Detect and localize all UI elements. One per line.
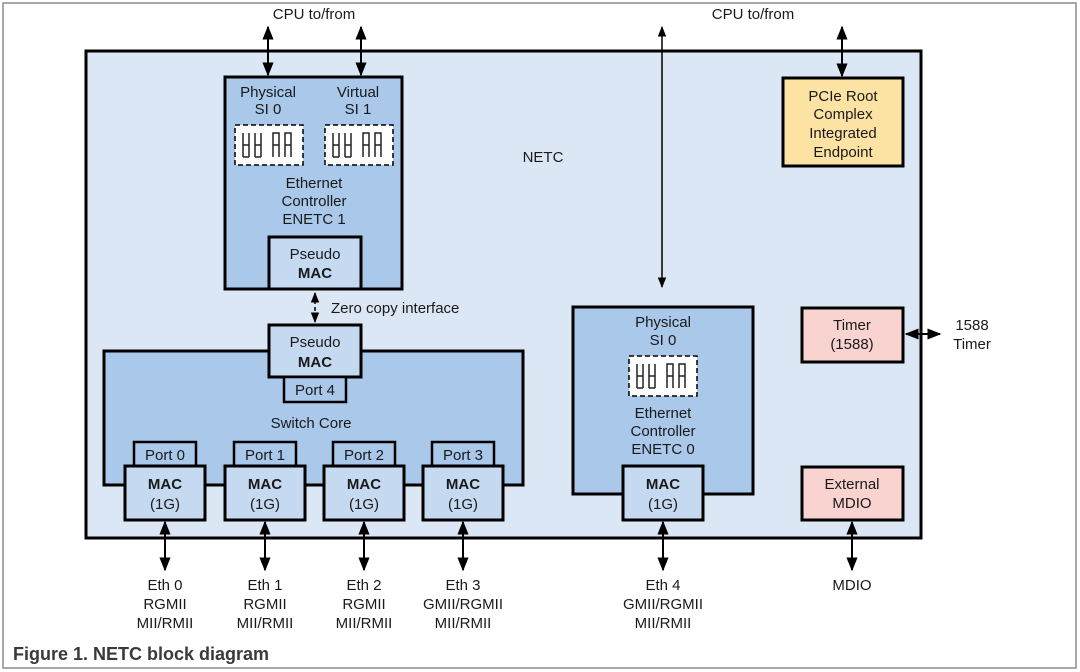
mac-box xyxy=(223,464,307,522)
svg-text:ENETC 0: ENETC 0 xyxy=(631,441,694,458)
eth4-label-line2: GMII/RGMII xyxy=(623,596,703,613)
port-box xyxy=(132,440,198,468)
enetc1-pseudo-mac: Pseudo MAC xyxy=(267,235,363,291)
svg-text:SI 0: SI 0 xyxy=(650,332,677,349)
mdio-external-label: MDIO xyxy=(832,577,871,594)
timer-external-line2: Timer xyxy=(953,336,991,353)
eth-label-line2: GMII/RGMII xyxy=(423,596,503,613)
eth-label-line3: MII/RMII xyxy=(237,615,294,632)
switch-pseudo-mac: Pseudo MAC xyxy=(267,323,363,379)
mac-label: MAC xyxy=(446,476,480,493)
eth-label-line3: MII/RMII xyxy=(435,615,492,632)
eth-label-line2: RGMII xyxy=(243,596,286,613)
enetc1-name-line3: ENETC 1 xyxy=(282,211,345,228)
svg-text:Ethernet: Ethernet xyxy=(635,405,693,422)
port-label: Port 1 xyxy=(245,447,285,464)
svg-text:Physical: Physical xyxy=(635,314,691,331)
svg-text:Endpoint: Endpoint xyxy=(813,144,873,161)
enetc1-si1-line2: SI 1 xyxy=(345,101,372,118)
switch-port-4: Port 4 xyxy=(282,375,348,404)
mac-box xyxy=(421,464,505,522)
eth4-label-line3: MII/RMII xyxy=(635,615,692,632)
enetc1-name-line1: Ethernet xyxy=(286,175,344,192)
eth4-label-line1: Eth 4 xyxy=(645,577,680,594)
svg-text:MAC: MAC xyxy=(298,354,332,371)
port-box xyxy=(430,440,496,468)
svg-text:MDIO: MDIO xyxy=(832,495,871,512)
si1-queue-icon xyxy=(324,124,394,166)
switch-core-label: Switch Core xyxy=(271,415,352,432)
eth-label-line3: MII/RMII xyxy=(336,615,393,632)
enetc1-si1-line1: Virtual xyxy=(337,84,379,101)
mdio-block: External MDIO xyxy=(800,465,905,522)
eth-label-line1: Eth 2 xyxy=(346,577,381,594)
svg-text:(1G): (1G) xyxy=(648,496,678,513)
enetc1-name-line2: Controller xyxy=(281,193,346,210)
eth-label-line1: Eth 1 xyxy=(247,577,282,594)
svg-text:MAC: MAC xyxy=(646,476,680,493)
svg-text:Port 4: Port 4 xyxy=(295,382,335,399)
figure-caption: Figure 1. NETC block diagram xyxy=(13,644,269,664)
enetc1-si0-line2: SI 0 xyxy=(255,101,282,118)
svg-text:Pseudo: Pseudo xyxy=(290,334,341,351)
eth-label-line3: MII/RMII xyxy=(137,615,194,632)
svg-text:External: External xyxy=(824,476,879,493)
enetc0-mac: MAC (1G) xyxy=(621,464,705,522)
timer-external-line1: 1588 xyxy=(955,317,988,334)
enetc0-queue-icon xyxy=(628,355,698,397)
switch-ports: Port 0 MAC (1G) Eth 0 RGMII MII/RMII Port 1 MAC… xyxy=(123,440,505,632)
port-label: Port 2 xyxy=(344,447,384,464)
switch-port-3: Port 3 MAC (1G) Eth 3 GMII/RGMII MII/RMII xyxy=(421,440,505,632)
mac-speed: (1G) xyxy=(448,496,478,513)
eth-label-line1: Eth 3 xyxy=(445,577,480,594)
cpu-label-right: CPU to/from xyxy=(712,6,795,23)
mac-label: MAC xyxy=(248,476,282,493)
switch-port-1: Port 1 MAC (1G) Eth 1 RGMII MII/RMII xyxy=(223,440,307,632)
svg-text:Timer: Timer xyxy=(833,317,871,334)
port-box xyxy=(232,440,298,468)
mac-speed: (1G) xyxy=(150,496,180,513)
mac-box xyxy=(322,464,406,522)
eth-label-line2: RGMII xyxy=(342,596,385,613)
mac-label: MAC xyxy=(148,476,182,493)
zero-copy-label: Zero copy interface xyxy=(331,300,459,317)
mac-box xyxy=(123,464,207,522)
pcie-block: PCIe Root Complex Integrated Endpoint xyxy=(781,76,905,168)
mac-label: MAC xyxy=(347,476,381,493)
port-label: Port 3 xyxy=(443,447,483,464)
svg-text:Controller: Controller xyxy=(630,423,695,440)
eth-label-line1: Eth 0 xyxy=(147,577,182,594)
svg-text:Complex: Complex xyxy=(813,106,873,123)
svg-text:MAC: MAC xyxy=(298,265,332,282)
eth-label-line2: RGMII xyxy=(143,596,186,613)
port-label: Port 0 xyxy=(145,447,185,464)
switch-port-0: Port 0 MAC (1G) Eth 0 RGMII MII/RMII xyxy=(123,440,207,632)
cpu-label-left: CPU to/from xyxy=(273,6,356,23)
enetc0-block: Physical SI 0 Ethernet Controller ENETC … xyxy=(571,305,755,496)
mac-speed: (1G) xyxy=(349,496,379,513)
si0-queue-icon xyxy=(234,124,304,166)
port-box xyxy=(331,440,397,468)
svg-text:PCIe Root: PCIe Root xyxy=(808,88,878,105)
switch-port-2: Port 2 MAC (1G) Eth 2 RGMII MII/RMII xyxy=(322,440,406,632)
netc-label: NETC xyxy=(523,149,564,166)
enetc1-si0-line1: Physical xyxy=(240,84,296,101)
svg-text:Integrated: Integrated xyxy=(809,125,877,142)
mac-speed: (1G) xyxy=(250,496,280,513)
svg-text:Pseudo: Pseudo xyxy=(290,246,341,263)
svg-text:(1588): (1588) xyxy=(830,336,873,353)
timer-block: Timer (1588) xyxy=(800,306,905,364)
